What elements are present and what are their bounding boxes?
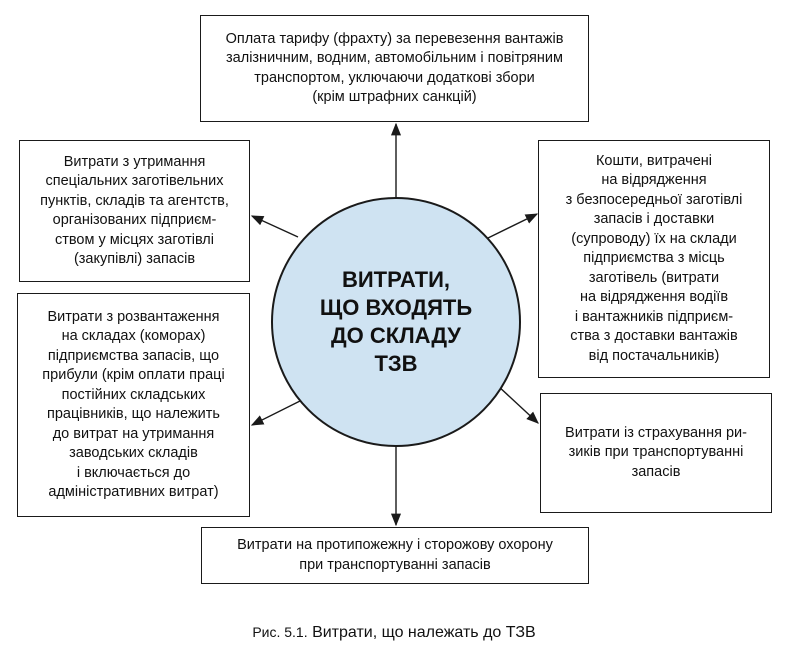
- box-upper-right: Кошти, витрачені на відрядження з безпос…: [538, 140, 770, 378]
- arrow-upper-left: [250, 215, 299, 238]
- box-upper-left: Витрати з утримання спеціальних заготіве…: [19, 140, 250, 282]
- box-lower-left: Витрати з розвантаження на складах (комо…: [17, 293, 250, 517]
- arrow-upper-right: [487, 213, 539, 239]
- box-bottom: Витрати на протипожежну і сторожову охор…: [201, 527, 589, 584]
- figure-caption: Рис. 5.1. Витрати, що належать до ТЗВ: [0, 624, 788, 642]
- center-circle: ВИТРАТИ, ЩО ВХОДЯТЬ ДО СКЛАДУ ТЗВ: [271, 197, 521, 447]
- center-label: ВИТРАТИ, ЩО ВХОДЯТЬ ДО СКЛАДУ ТЗВ: [319, 267, 473, 376]
- arrow-lower-right: [496, 384, 539, 424]
- box-lower-right: Витрати із страхування ри- зиків при тра…: [540, 393, 772, 513]
- arrow-lower-left: [250, 397, 307, 426]
- caption-number: Рис. 5.1.: [252, 624, 308, 640]
- caption-title: Витрати, що належать до ТЗВ: [312, 624, 536, 641]
- box-top: Оплата тарифу (фрахту) за перевезення ва…: [200, 15, 589, 122]
